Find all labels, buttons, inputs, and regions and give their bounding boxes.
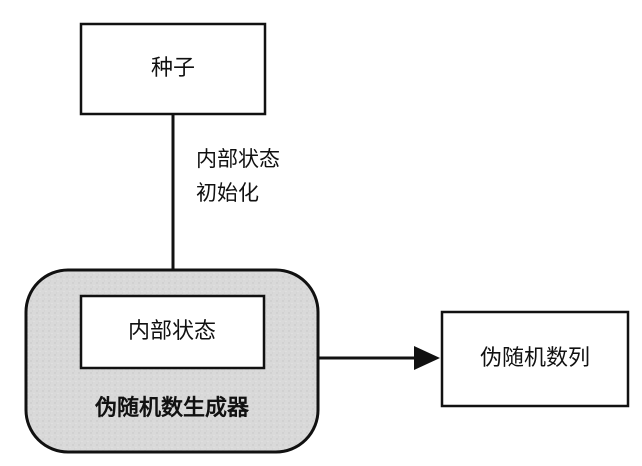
seed-node: 种子 — [79, 22, 267, 116]
init-edge-label-line2: 初始化 — [196, 181, 259, 205]
output-box — [440, 310, 630, 408]
output-label: 伪随机数列 — [480, 346, 590, 371]
seed-box — [79, 22, 267, 116]
output-edge — [318, 346, 440, 370]
seed-label: 种子 — [151, 56, 195, 81]
output-arrowhead — [414, 346, 440, 370]
init-edge-label-line1: 内部状态 — [196, 147, 280, 171]
generator-label: 伪随机数生成器 — [94, 395, 250, 421]
generator-node: 内部状态 伪随机数生成器 — [24, 268, 320, 454]
internal-state-label: 内部状态 — [128, 319, 216, 344]
internal-state-box — [79, 294, 266, 370]
output-node: 伪随机数列 — [440, 310, 630, 408]
